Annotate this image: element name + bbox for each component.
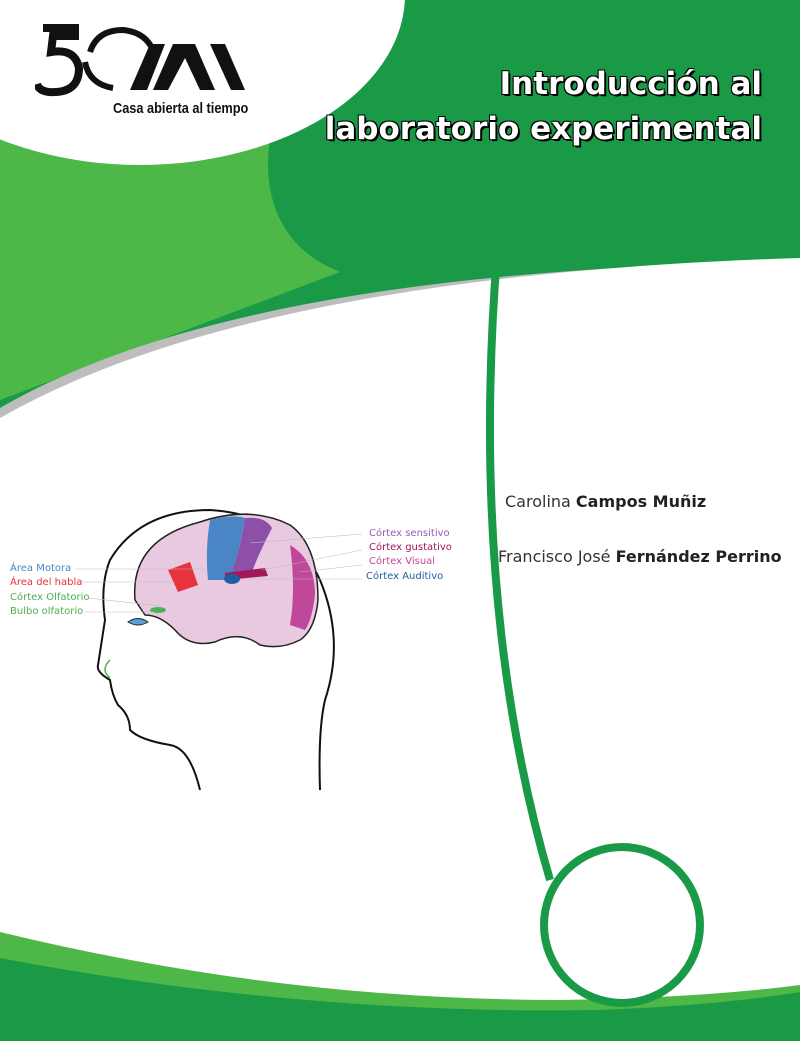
label-area-habla: Área del habla [10,577,83,588]
label-cortex-auditivo: Córtex Auditivo [366,571,444,582]
visual-area [290,545,315,630]
label-area-motora: Área Motora [10,563,72,574]
eye-icon [127,618,149,626]
sensory-area [232,517,272,572]
olfactory-bulb [150,607,166,613]
green-arc-line [485,241,554,882]
auditory-area [224,574,240,584]
label-cortex-gustativo: Córtex gustativo [369,542,452,553]
logo-tagline: Casa abierta al tiempo [113,100,249,117]
brain-diagram [75,508,363,791]
green-circle [540,843,704,1007]
author-1: Carolina Campos Muñiz [505,492,707,511]
label-cortex-olfatorio: Córtex Olfatorio [10,592,90,603]
label-bulbo-olfatorio: Bulbo olfatorio [10,606,84,617]
head-outline [96,508,335,791]
book-title: Introducción al laboratorio experimental [325,62,762,152]
label-cortex-sensitivo: Córtex sensitivo [369,528,450,539]
speech-area [168,562,198,592]
author-2: Francisco José Fernández Perrino [498,547,782,566]
label-cortex-visual: Córtex Visual [369,556,436,567]
title-line-2: laboratorio experimental [324,111,762,147]
title-line-1: Introducción al [499,66,762,102]
motor-area [206,516,245,580]
uam-logo [35,24,245,97]
